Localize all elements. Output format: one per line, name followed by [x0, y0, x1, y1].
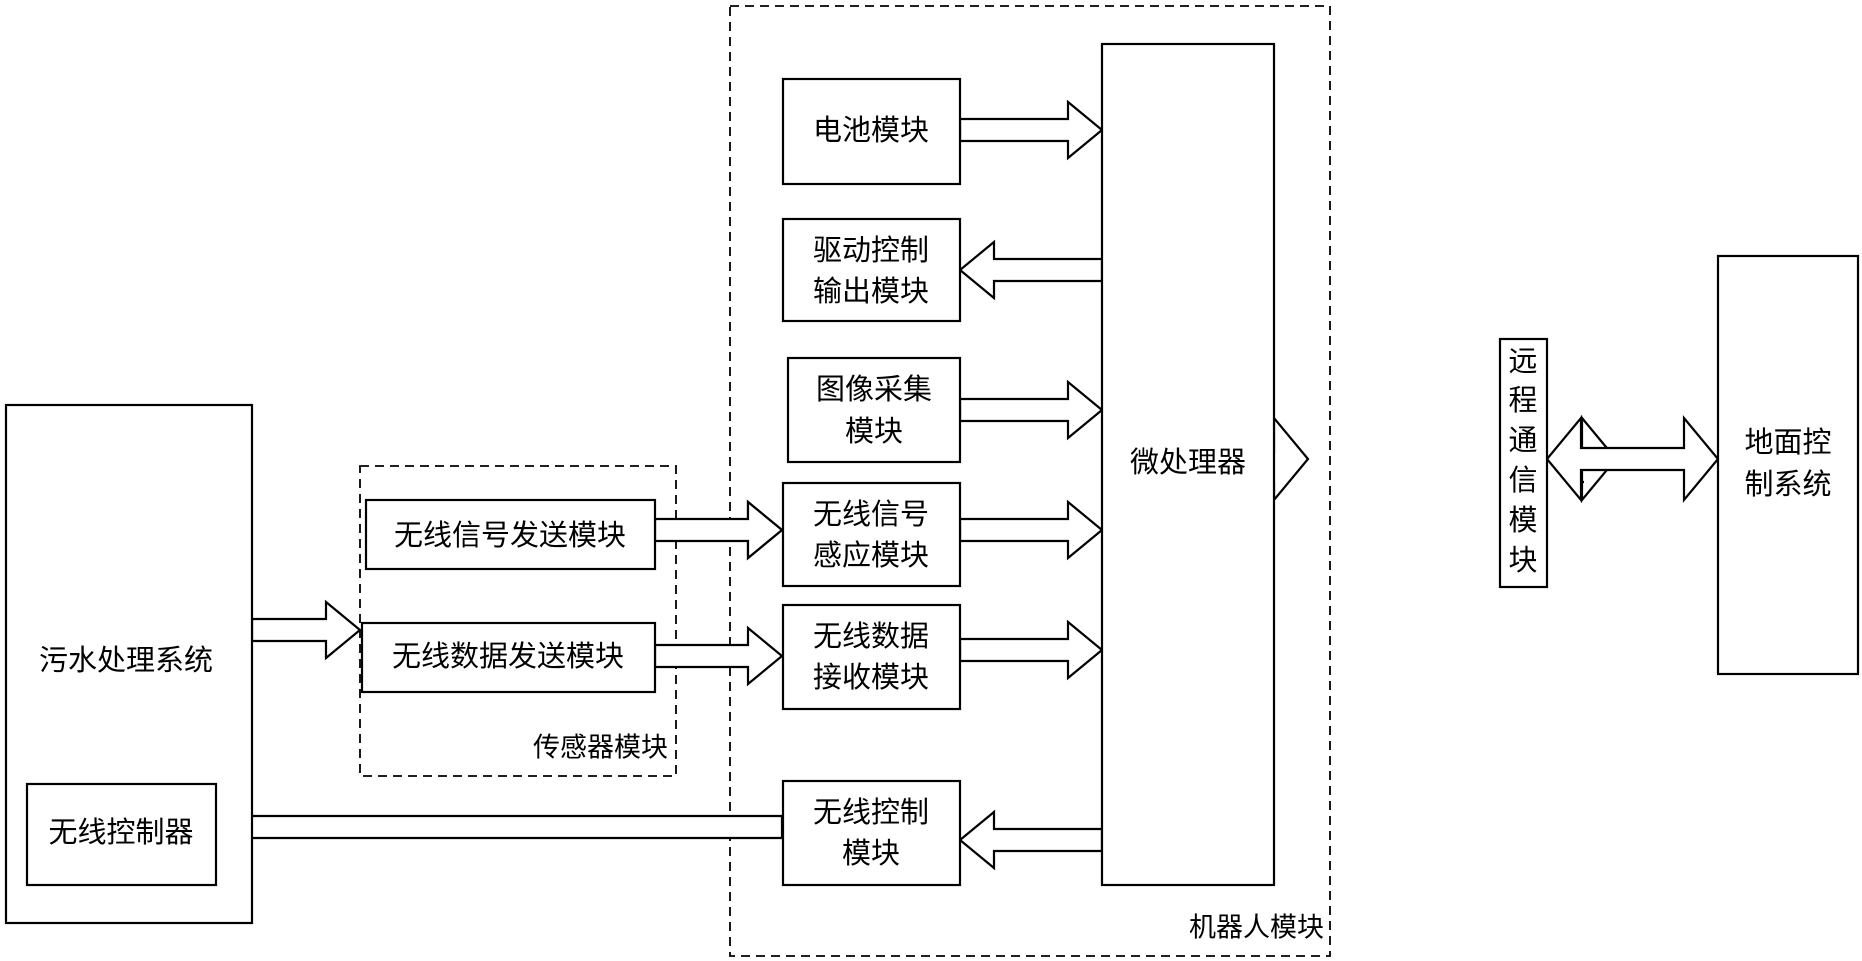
arrow-battery-to-mcu — [958, 99, 1104, 161]
arrow-sewage-to-sensor — [250, 599, 362, 661]
arrow-receive-to-mcu — [958, 619, 1104, 681]
wireless-signal-sensing-label-2: 感应模块 — [813, 538, 929, 572]
remote-comm-char-5: 模 — [1508, 503, 1537, 537]
wireless-data-receive-label-2: 接收模块 — [813, 660, 929, 694]
drive-control-output-label-2: 输出模块 — [813, 274, 929, 308]
wireless-signal-sensing-label-1: 无线信号 — [813, 497, 929, 531]
wireless-data-receive-box — [781, 603, 962, 711]
wireless-data-tx-box — [360, 621, 657, 694]
microprocessor-label: 微处理器 — [1130, 445, 1246, 479]
wireless-control-box — [781, 779, 962, 887]
remote-comm-char-3: 通 — [1508, 423, 1537, 457]
microprocessor-box — [1100, 42, 1276, 887]
sewage-treatment-system-label: 污水处理系统 — [39, 643, 213, 677]
remote-comm-char-2: 程 — [1508, 383, 1537, 417]
ground-control-label-2: 制系统 — [1744, 467, 1831, 501]
wireless-control-label-1: 无线控制 — [813, 795, 929, 829]
sensor-module-caption: 传感器模块 — [533, 733, 668, 764]
ground-control-label-1: 地面控 — [1744, 425, 1831, 459]
arrow-wireless-control-to-controller — [214, 796, 784, 858]
arrow-sensing-to-mcu — [958, 499, 1104, 561]
wireless-control-label-2: 模块 — [842, 836, 900, 870]
battery-module-label: 电池模块 — [813, 113, 929, 147]
ground-control-system-box — [1716, 254, 1860, 676]
wireless-signal-tx-box — [364, 498, 657, 571]
image-capture-label-1: 图像采集 — [816, 372, 932, 406]
wireless-controller-box — [25, 782, 218, 887]
arrow-mcu-to-wireless-control — [958, 809, 1104, 871]
drive-control-output-label-1: 驱动控制 — [813, 233, 929, 267]
arrow-data-tx-to-receive — [653, 625, 784, 687]
remote-comm-char-6: 块 — [1508, 543, 1537, 577]
drive-control-output-box — [781, 217, 962, 323]
sensor-module-group — [359, 465, 677, 777]
wireless-data-tx-label: 无线数据发送模块 — [392, 639, 624, 673]
robot-module-caption: 机器人模块 — [1189, 913, 1324, 944]
arrow-signal-tx-body — [653, 499, 784, 561]
wireless-signal-sensing-box — [781, 481, 962, 588]
battery-module-box — [781, 77, 962, 186]
image-capture-label-2: 模块 — [845, 414, 903, 448]
robot-module-group — [729, 5, 1331, 957]
wireless-controller-label: 无线控制器 — [48, 815, 193, 849]
arrow-mcu-to-drive — [958, 239, 1104, 301]
remote-comm-module-box — [1498, 337, 1549, 589]
remote-comm-char-4: 信 — [1508, 463, 1537, 497]
remote-comm-char-1: 远 — [1508, 344, 1537, 378]
arrow-image-to-mcu — [958, 379, 1104, 441]
wireless-signal-tx-label: 无线信号发送模块 — [394, 518, 626, 552]
wireless-data-receive-label-1: 无线数据 — [813, 619, 929, 653]
image-capture-box — [786, 356, 962, 464]
arrow-remote-comm-ground-body — [1545, 414, 1720, 504]
